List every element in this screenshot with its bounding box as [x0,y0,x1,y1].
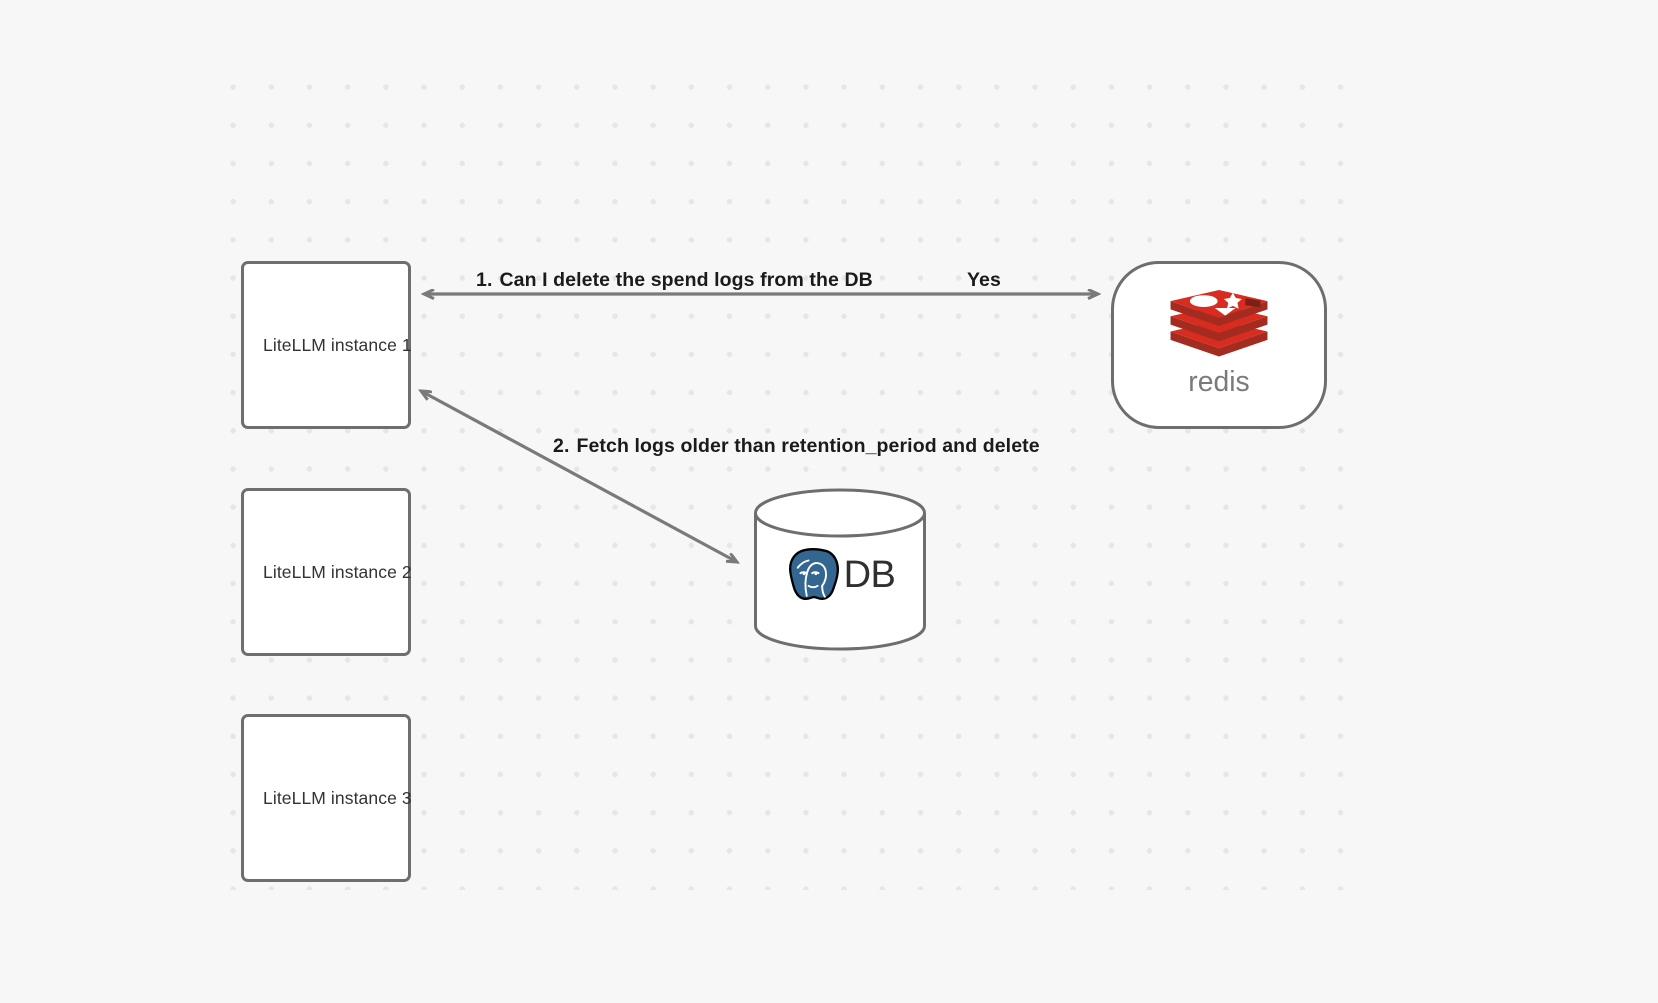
svg-text:redis: redis [1188,366,1249,398]
node-litellm-instance-3[interactable]: LiteLLM instance 3 [241,714,412,882]
node-label: LiteLLM instance 1 [263,334,412,355]
edge-label-step-1: 1. Can I delete the spend logs from the D… [476,269,873,292]
node-database[interactable]: DB [752,487,928,652]
node-label: LiteLLM instance 2 [263,561,412,582]
database-content: DB [752,531,928,619]
node-litellm-instance-2[interactable]: LiteLLM instance 2 [241,488,412,656]
edge-llm1-db [421,391,737,562]
redis-logo-icon [1170,290,1268,357]
edge-step-text: Can I delete the spend logs from the DB [499,269,873,291]
node-label: LiteLLM instance 3 [263,787,412,808]
node-litellm-instance-1[interactable]: LiteLLM instance 1 [241,261,412,429]
edge-step-number: 2. [553,435,570,457]
postgresql-elephant-icon [788,548,839,601]
database-label: DB [843,553,896,596]
edge-label-step-2: 2. Fetch logs older than retention_period… [553,435,1040,458]
edge-label-reply-yes: Yes [967,269,1001,291]
redis-wordmark: redis [1188,366,1249,398]
cylinder-shape [754,488,926,651]
edge-step-text: Fetch logs older than retention_period a… [576,435,1040,457]
node-redis[interactable]: redis [1111,261,1327,429]
edge-step-number: 1. [476,269,493,291]
